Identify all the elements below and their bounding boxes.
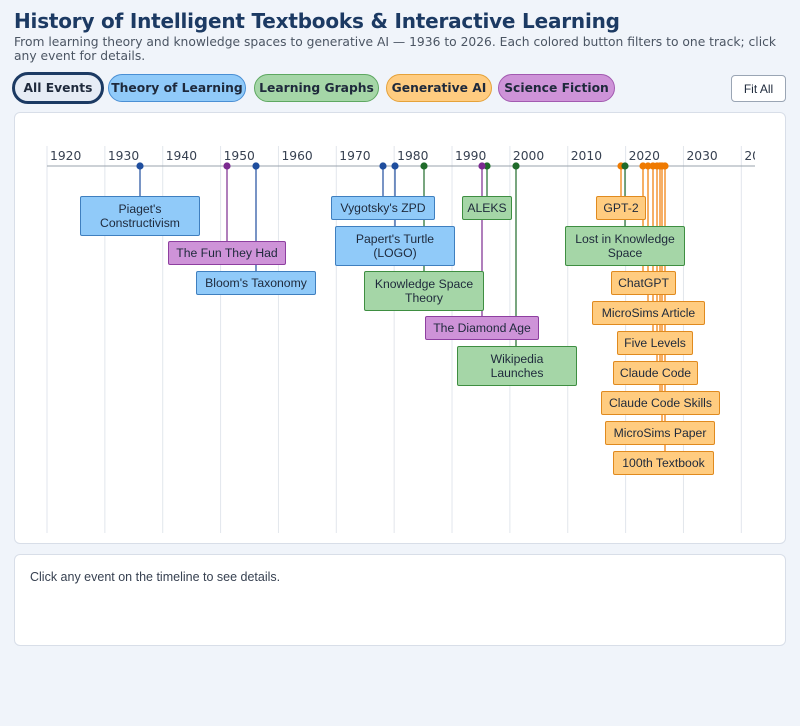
event-dot [644, 162, 652, 170]
details-panel: Click any event on the timeline to see d… [14, 554, 786, 646]
event-box[interactable]: Papert's Turtle (LOGO) [335, 226, 455, 266]
event-box[interactable]: Five Levels [617, 331, 693, 355]
timeline-canvas: 1920 1930 1940 1950 1960 1970 1980 1990 2000 2010… [46, 146, 775, 533]
event-box[interactable]: MicroSims Article [592, 301, 705, 325]
event-dot [379, 162, 387, 170]
event-box[interactable]: ALEKS [462, 196, 512, 220]
event-dot [420, 162, 428, 170]
fit-all-button[interactable]: Fit All [731, 75, 786, 102]
event-box[interactable]: ChatGPT [611, 271, 676, 295]
tick-label-1970: 1970 [339, 149, 370, 163]
filter-genai-button[interactable]: Generative AI [386, 74, 492, 102]
tick-label-2010: 2010 [571, 149, 602, 163]
tick-label-2040: 2040 [744, 149, 775, 163]
page-subtitle: From learning theory and knowledge space… [14, 35, 776, 63]
event-dot [252, 162, 260, 170]
tick-label-1980: 1980 [397, 149, 428, 163]
tick-label-1920: 1920 [50, 149, 81, 163]
tick-label-1990: 1990 [455, 149, 486, 163]
event-dot [639, 162, 647, 170]
tick-label-1950: 1950 [224, 149, 255, 163]
details-placeholder: Click any event on the timeline to see d… [30, 570, 281, 584]
page-title: History of Intelligent Textbooks & Inter… [14, 9, 620, 33]
event-box[interactable]: Knowledge Space Theory [364, 271, 484, 311]
tick-label-2000: 2000 [513, 149, 544, 163]
event-dot [478, 162, 486, 170]
event-box[interactable]: Bloom's Taxonomy [196, 271, 316, 295]
filter-bar: All Events Theory of Learning Learning G… [12, 72, 788, 104]
event-box[interactable]: 100th Textbook [613, 451, 714, 475]
event-box[interactable]: Lost in Knowledge Space [565, 226, 685, 266]
event-dot [621, 162, 629, 170]
event-box[interactable]: The Fun They Had [168, 241, 286, 265]
event-box[interactable]: Claude Code [613, 361, 698, 385]
filter-scifi-button[interactable]: Science Fiction [498, 74, 615, 102]
tick-label-1930: 1930 [108, 149, 139, 163]
event-box[interactable]: MicroSims Paper [605, 421, 715, 445]
timeline-panel[interactable]: 1920 1930 1940 1950 1960 1970 1980 1990 2000 2010… [14, 112, 786, 544]
event-dot [391, 162, 399, 170]
event-dot [223, 162, 231, 170]
event-box[interactable]: Vygotsky's ZPD [331, 196, 435, 220]
event-box[interactable]: GPT-2 [596, 196, 646, 220]
event-box[interactable]: The Diamond Age [425, 316, 539, 340]
tick-label-2030: 2030 [686, 149, 717, 163]
event-box[interactable]: Piaget's Constructivism [80, 196, 200, 236]
event-dot [136, 162, 144, 170]
event-box[interactable]: Wikipedia Launches [457, 346, 577, 386]
filter-theory-button[interactable]: Theory of Learning [108, 74, 246, 102]
filter-graphs-button[interactable]: Learning Graphs [254, 74, 379, 102]
event-dot [483, 162, 491, 170]
filter-all-button[interactable]: All Events [12, 72, 104, 104]
tick-label-1940: 1940 [166, 149, 197, 163]
event-box[interactable]: Claude Code Skills [601, 391, 720, 415]
tick-label-1960: 1960 [281, 149, 312, 163]
event-dot [512, 162, 520, 170]
event-dot [661, 162, 669, 170]
tick-label-2020: 2020 [629, 149, 660, 163]
